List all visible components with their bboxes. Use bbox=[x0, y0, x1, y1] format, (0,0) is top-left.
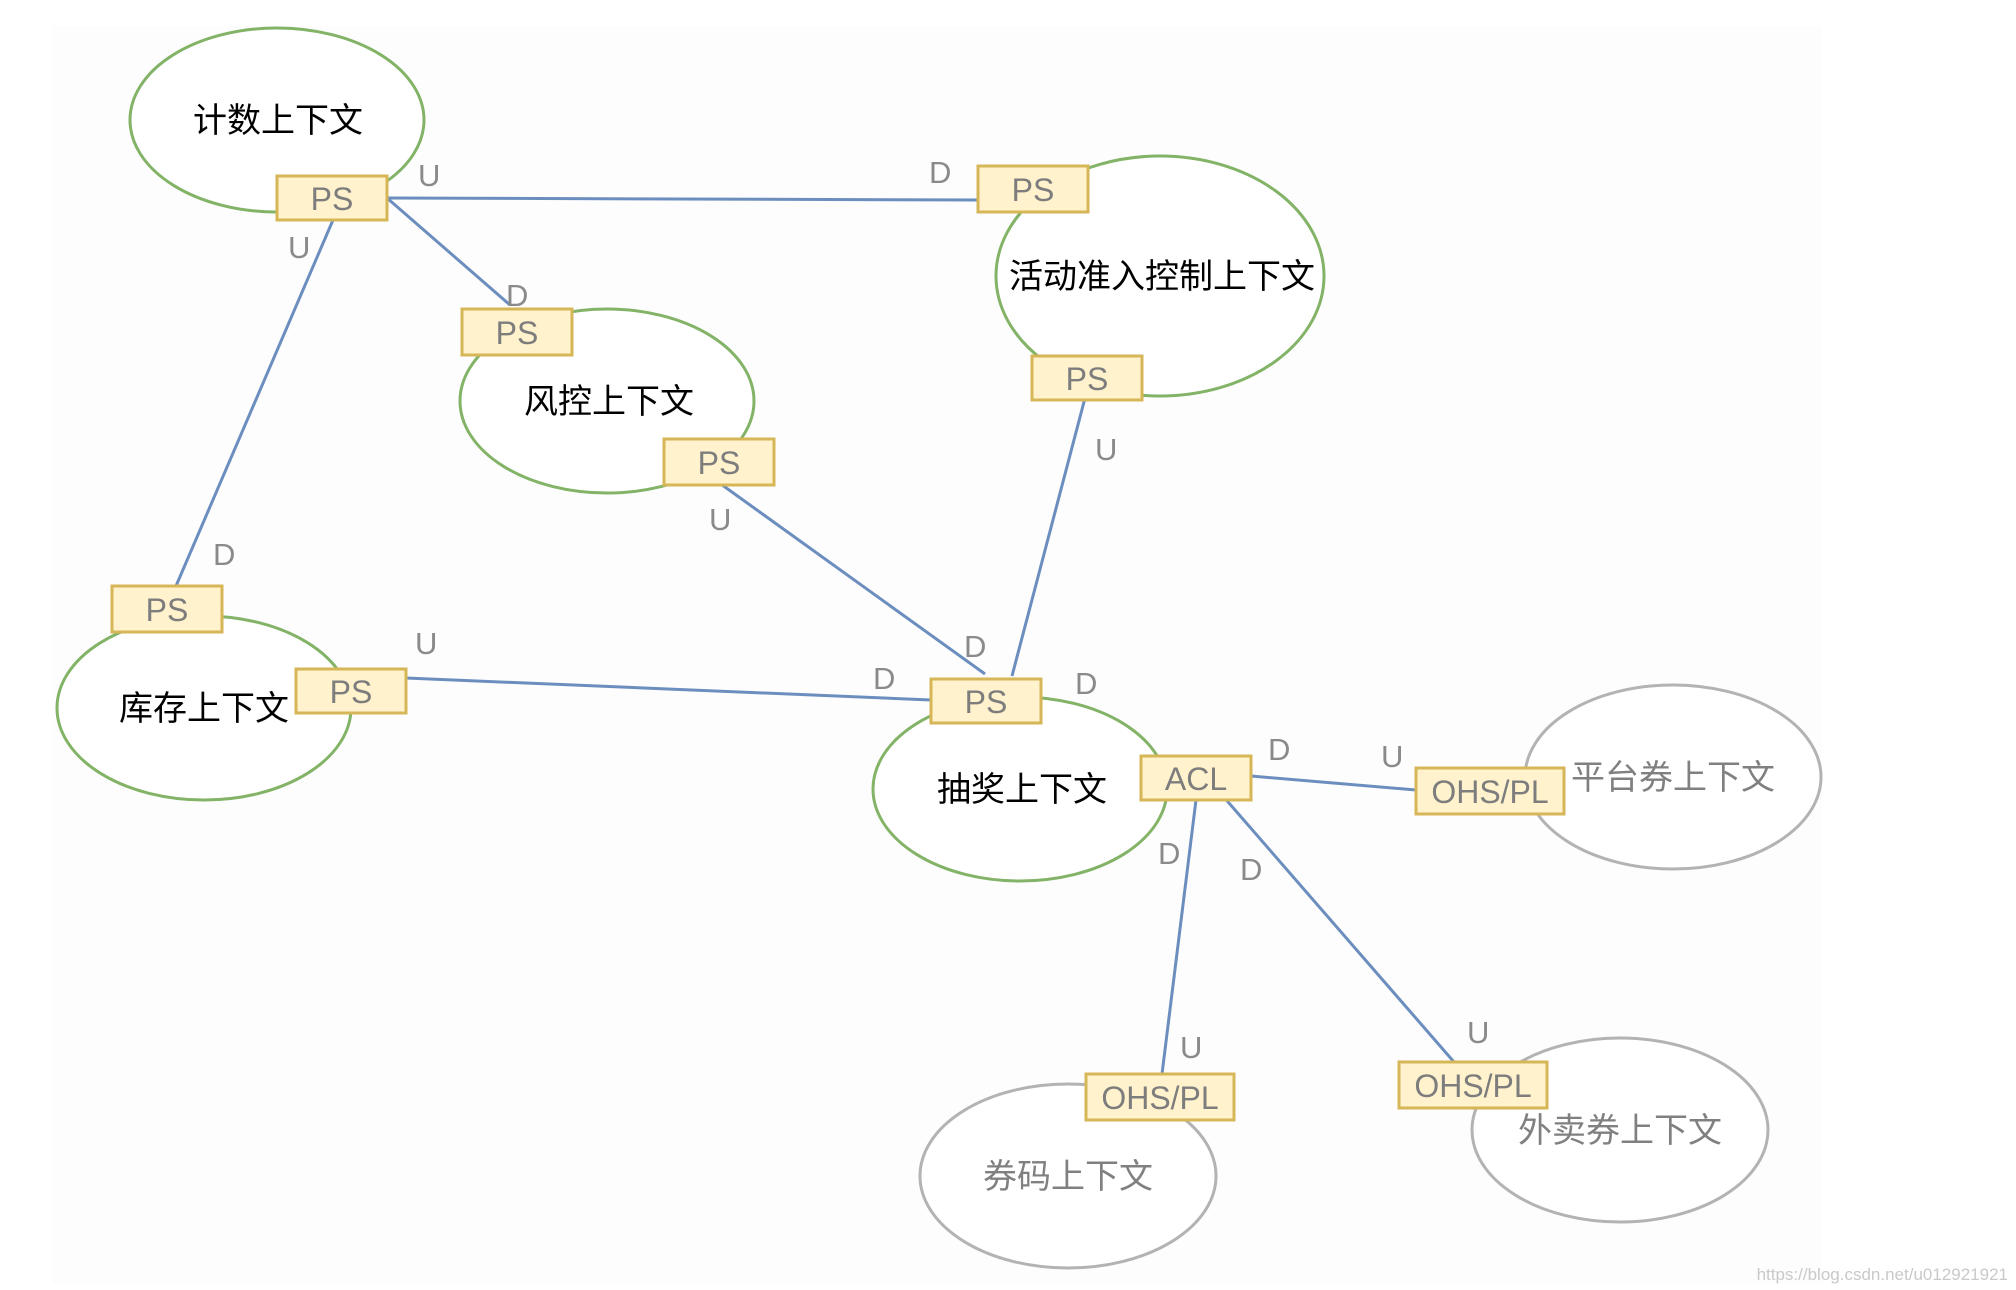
context-activity-access-label: 活动准入控制上下文 bbox=[1009, 258, 1315, 296]
upstream-marker: U bbox=[288, 230, 310, 265]
port-activity-top-ps: PS bbox=[976, 164, 1090, 214]
relation-markers: U U D D U U D U D D D D U D D U U bbox=[213, 155, 1489, 1065]
port-inventory-top-ps-label: PS bbox=[146, 592, 189, 628]
edge-lottery-platform-coupon bbox=[1250, 774, 1417, 792]
watermark: https://blog.csdn.net/u012921921 bbox=[1757, 1265, 2008, 1284]
downstream-marker: D bbox=[213, 537, 235, 572]
port-lottery-ps-label: PS bbox=[965, 684, 1008, 720]
port-counting-ps-label: PS bbox=[311, 181, 354, 217]
port-risk-bottom-ps-label: PS bbox=[698, 445, 741, 481]
downstream-marker: D bbox=[964, 629, 986, 664]
context-coupon-code-label: 券码上下文 bbox=[983, 1158, 1153, 1196]
port-activity-top-ps-label: PS bbox=[1012, 172, 1055, 208]
port-lottery-ps: PS bbox=[929, 677, 1043, 725]
port-activity-bottom-ps: PS bbox=[1030, 354, 1144, 402]
context-activity-access-shape bbox=[994, 154, 1326, 398]
context-risk-control-label: 风控上下文 bbox=[524, 383, 694, 421]
downstream-marker: D bbox=[506, 278, 528, 313]
edge-counting-activity bbox=[386, 196, 979, 202]
port-risk-bottom-ps: PS bbox=[662, 437, 776, 487]
context-activity-access: 活动准入控制上下文 bbox=[994, 154, 1326, 398]
context-lottery: 抽奖上下文 bbox=[871, 695, 1169, 883]
port-inventory-right-ps: PS bbox=[294, 667, 408, 715]
edge-lottery-coupon-code bbox=[1160, 799, 1198, 1075]
port-activity-bottom-ps-label: PS bbox=[1066, 361, 1109, 397]
port-takeout-coupon-ohs-pl-label: OHS/PL bbox=[1414, 1068, 1531, 1104]
edge-inventory-lottery bbox=[405, 676, 932, 702]
edge-activity-lottery bbox=[1010, 397, 1087, 677]
edge-risk-lottery bbox=[717, 480, 986, 676]
port-platform-coupon-ohs-pl: OHS/PL bbox=[1414, 766, 1566, 816]
port-coupon-code-ohs-pl: OHS/PL bbox=[1084, 1072, 1236, 1122]
upstream-marker: U bbox=[415, 626, 437, 661]
port-counting-ps: PS bbox=[275, 174, 389, 222]
downstream-marker: D bbox=[1268, 732, 1290, 767]
edge-counting-inventory bbox=[174, 219, 335, 587]
downstream-marker: D bbox=[929, 155, 951, 190]
downstream-marker: D bbox=[873, 661, 895, 696]
upstream-marker: U bbox=[1381, 739, 1403, 774]
port-lottery-acl-label: ACL bbox=[1165, 761, 1227, 797]
port-platform-coupon-ohs-pl-label: OHS/PL bbox=[1431, 774, 1548, 810]
context-platform-coupon-label: 平台券上下文 bbox=[1571, 759, 1775, 797]
edge-lottery-takeout-coupon bbox=[1220, 794, 1456, 1063]
port-inventory-right-ps-label: PS bbox=[330, 674, 373, 710]
upstream-marker: U bbox=[1180, 1030, 1202, 1065]
context-inventory-label: 库存上下文 bbox=[119, 690, 289, 728]
context-coupon-code: 券码上下文 bbox=[918, 1082, 1218, 1270]
port-risk-top-ps-label: PS bbox=[496, 315, 539, 351]
edge-counting-risk bbox=[386, 196, 511, 307]
context-takeout-coupon-label: 外卖券上下文 bbox=[1518, 1112, 1722, 1150]
port-risk-top-ps: PS bbox=[460, 307, 574, 357]
downstream-marker: D bbox=[1075, 666, 1097, 701]
upstream-marker: U bbox=[1095, 432, 1117, 467]
context-counting-label: 计数上下文 bbox=[193, 102, 363, 140]
port-lottery-acl: ACL bbox=[1139, 754, 1253, 802]
context-lottery-label: 抽奖上下文 bbox=[937, 771, 1107, 809]
context-platform-coupon: 平台券上下文 bbox=[1523, 683, 1823, 871]
context-counting: 计数上下文 bbox=[128, 26, 426, 214]
context-coupon-code-shape bbox=[918, 1082, 1218, 1270]
port-coupon-code-ohs-pl-label: OHS/PL bbox=[1101, 1080, 1218, 1116]
upstream-marker: U bbox=[709, 502, 731, 537]
upstream-marker: U bbox=[1467, 1015, 1489, 1050]
downstream-marker: D bbox=[1240, 852, 1262, 887]
port-takeout-coupon-ohs-pl: OHS/PL bbox=[1397, 1060, 1549, 1110]
upstream-marker: U bbox=[418, 158, 440, 193]
port-inventory-top-ps: PS bbox=[110, 584, 224, 634]
downstream-marker: D bbox=[1158, 836, 1180, 871]
